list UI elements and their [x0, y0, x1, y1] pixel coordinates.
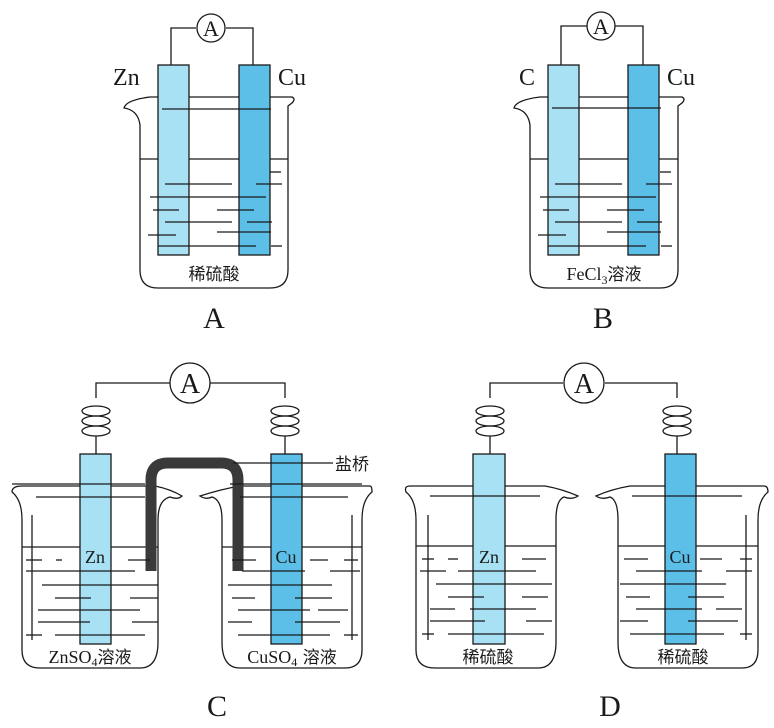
- beaker: [513, 96, 685, 289]
- ammeter-icon: [563, 362, 605, 404]
- left-liquid-lines: [420, 495, 552, 640]
- spring-right-icon: [662, 405, 692, 454]
- right-solution-suffix: 溶液: [297, 648, 336, 668]
- salt-bridge: [145, 457, 244, 571]
- solution-formula: FeCl: [566, 264, 601, 284]
- right-electrode-label: Cu: [669, 547, 690, 567]
- ammeter-icon: [586, 11, 616, 41]
- left-liquid-lines: [12, 483, 158, 640]
- panel-c: A 盐桥: [11, 362, 373, 723]
- left-electrode-label: Zn: [479, 547, 499, 567]
- left-electrode: [79, 453, 112, 645]
- ammeter-label: A: [203, 16, 219, 41]
- left-electrode-label: Zn: [113, 65, 140, 91]
- left-solution-formula: ZnSO: [48, 647, 91, 667]
- left-solution-suffix: 溶液: [98, 648, 132, 668]
- wire-right: [226, 27, 254, 65]
- right-electrode-label: Cu: [278, 65, 306, 91]
- left-solution-label: ZnSO4溶液: [48, 647, 131, 669]
- wire-left: [560, 25, 587, 65]
- right-liquid-lines: [620, 495, 752, 640]
- ammeter-label: A: [180, 369, 201, 400]
- left-electrode: [472, 453, 506, 645]
- left-beaker: [11, 485, 184, 669]
- right-electrode: [627, 64, 660, 256]
- ammeter-icon: [169, 362, 211, 404]
- wire-right: [615, 25, 644, 65]
- panel-caption: A: [203, 302, 225, 335]
- wire-left: [95, 382, 170, 398]
- beaker: [123, 96, 295, 289]
- ammeter-label: A: [593, 14, 609, 39]
- spring-right-icon: [270, 405, 300, 454]
- left-electrode-label: C: [519, 65, 535, 91]
- spring-left-icon: [81, 405, 111, 454]
- right-electrode-label: Cu: [275, 547, 296, 567]
- panel-caption: D: [599, 690, 621, 723]
- wire-left: [170, 27, 196, 65]
- solution-label: 稀硫酸: [189, 265, 240, 285]
- liquid-lines: [148, 108, 282, 247]
- solution-subscript: 3: [602, 273, 608, 287]
- right-solution-label: CuSO4 溶液: [247, 647, 336, 669]
- spring-left-icon: [475, 405, 505, 454]
- right-solution-subscript: 4: [291, 655, 297, 669]
- left-solution-subscript: 4: [92, 655, 98, 669]
- wire-right: [605, 382, 678, 398]
- panel-d: A: [404, 362, 769, 723]
- right-liquid-lines: [228, 483, 362, 640]
- right-solution-label: 稀硫酸: [658, 648, 709, 668]
- left-electrode: [547, 64, 580, 256]
- salt-bridge-label: 盐桥: [335, 455, 369, 475]
- left-electrode: [157, 64, 190, 256]
- right-solution-formula: CuSO: [247, 647, 291, 667]
- right-electrode: [664, 453, 697, 645]
- ammeter-icon: [196, 13, 226, 43]
- left-beaker: [404, 485, 580, 669]
- panel-b: A C Cu FeCl3溶液 B: [513, 11, 695, 335]
- solution-label: FeCl3溶液: [566, 264, 641, 287]
- left-electrode-label: Zn: [85, 547, 105, 567]
- panel-caption: C: [207, 690, 227, 723]
- right-electrode: [238, 64, 271, 256]
- wire-right: [210, 382, 286, 398]
- right-electrode-label: Cu: [667, 65, 695, 91]
- wire-left: [489, 382, 563, 398]
- left-solution-label: 稀硫酸: [463, 648, 514, 668]
- solution-suffix: 溶液: [608, 265, 642, 285]
- right-beaker: [594, 485, 769, 669]
- right-electrode: [270, 453, 303, 645]
- ammeter-label: A: [574, 369, 595, 400]
- liquid-lines: [538, 107, 672, 247]
- right-beaker: [198, 485, 373, 669]
- panel-a: A Zn Cu 稀硫酸 A: [113, 13, 306, 335]
- panel-caption: B: [593, 302, 613, 335]
